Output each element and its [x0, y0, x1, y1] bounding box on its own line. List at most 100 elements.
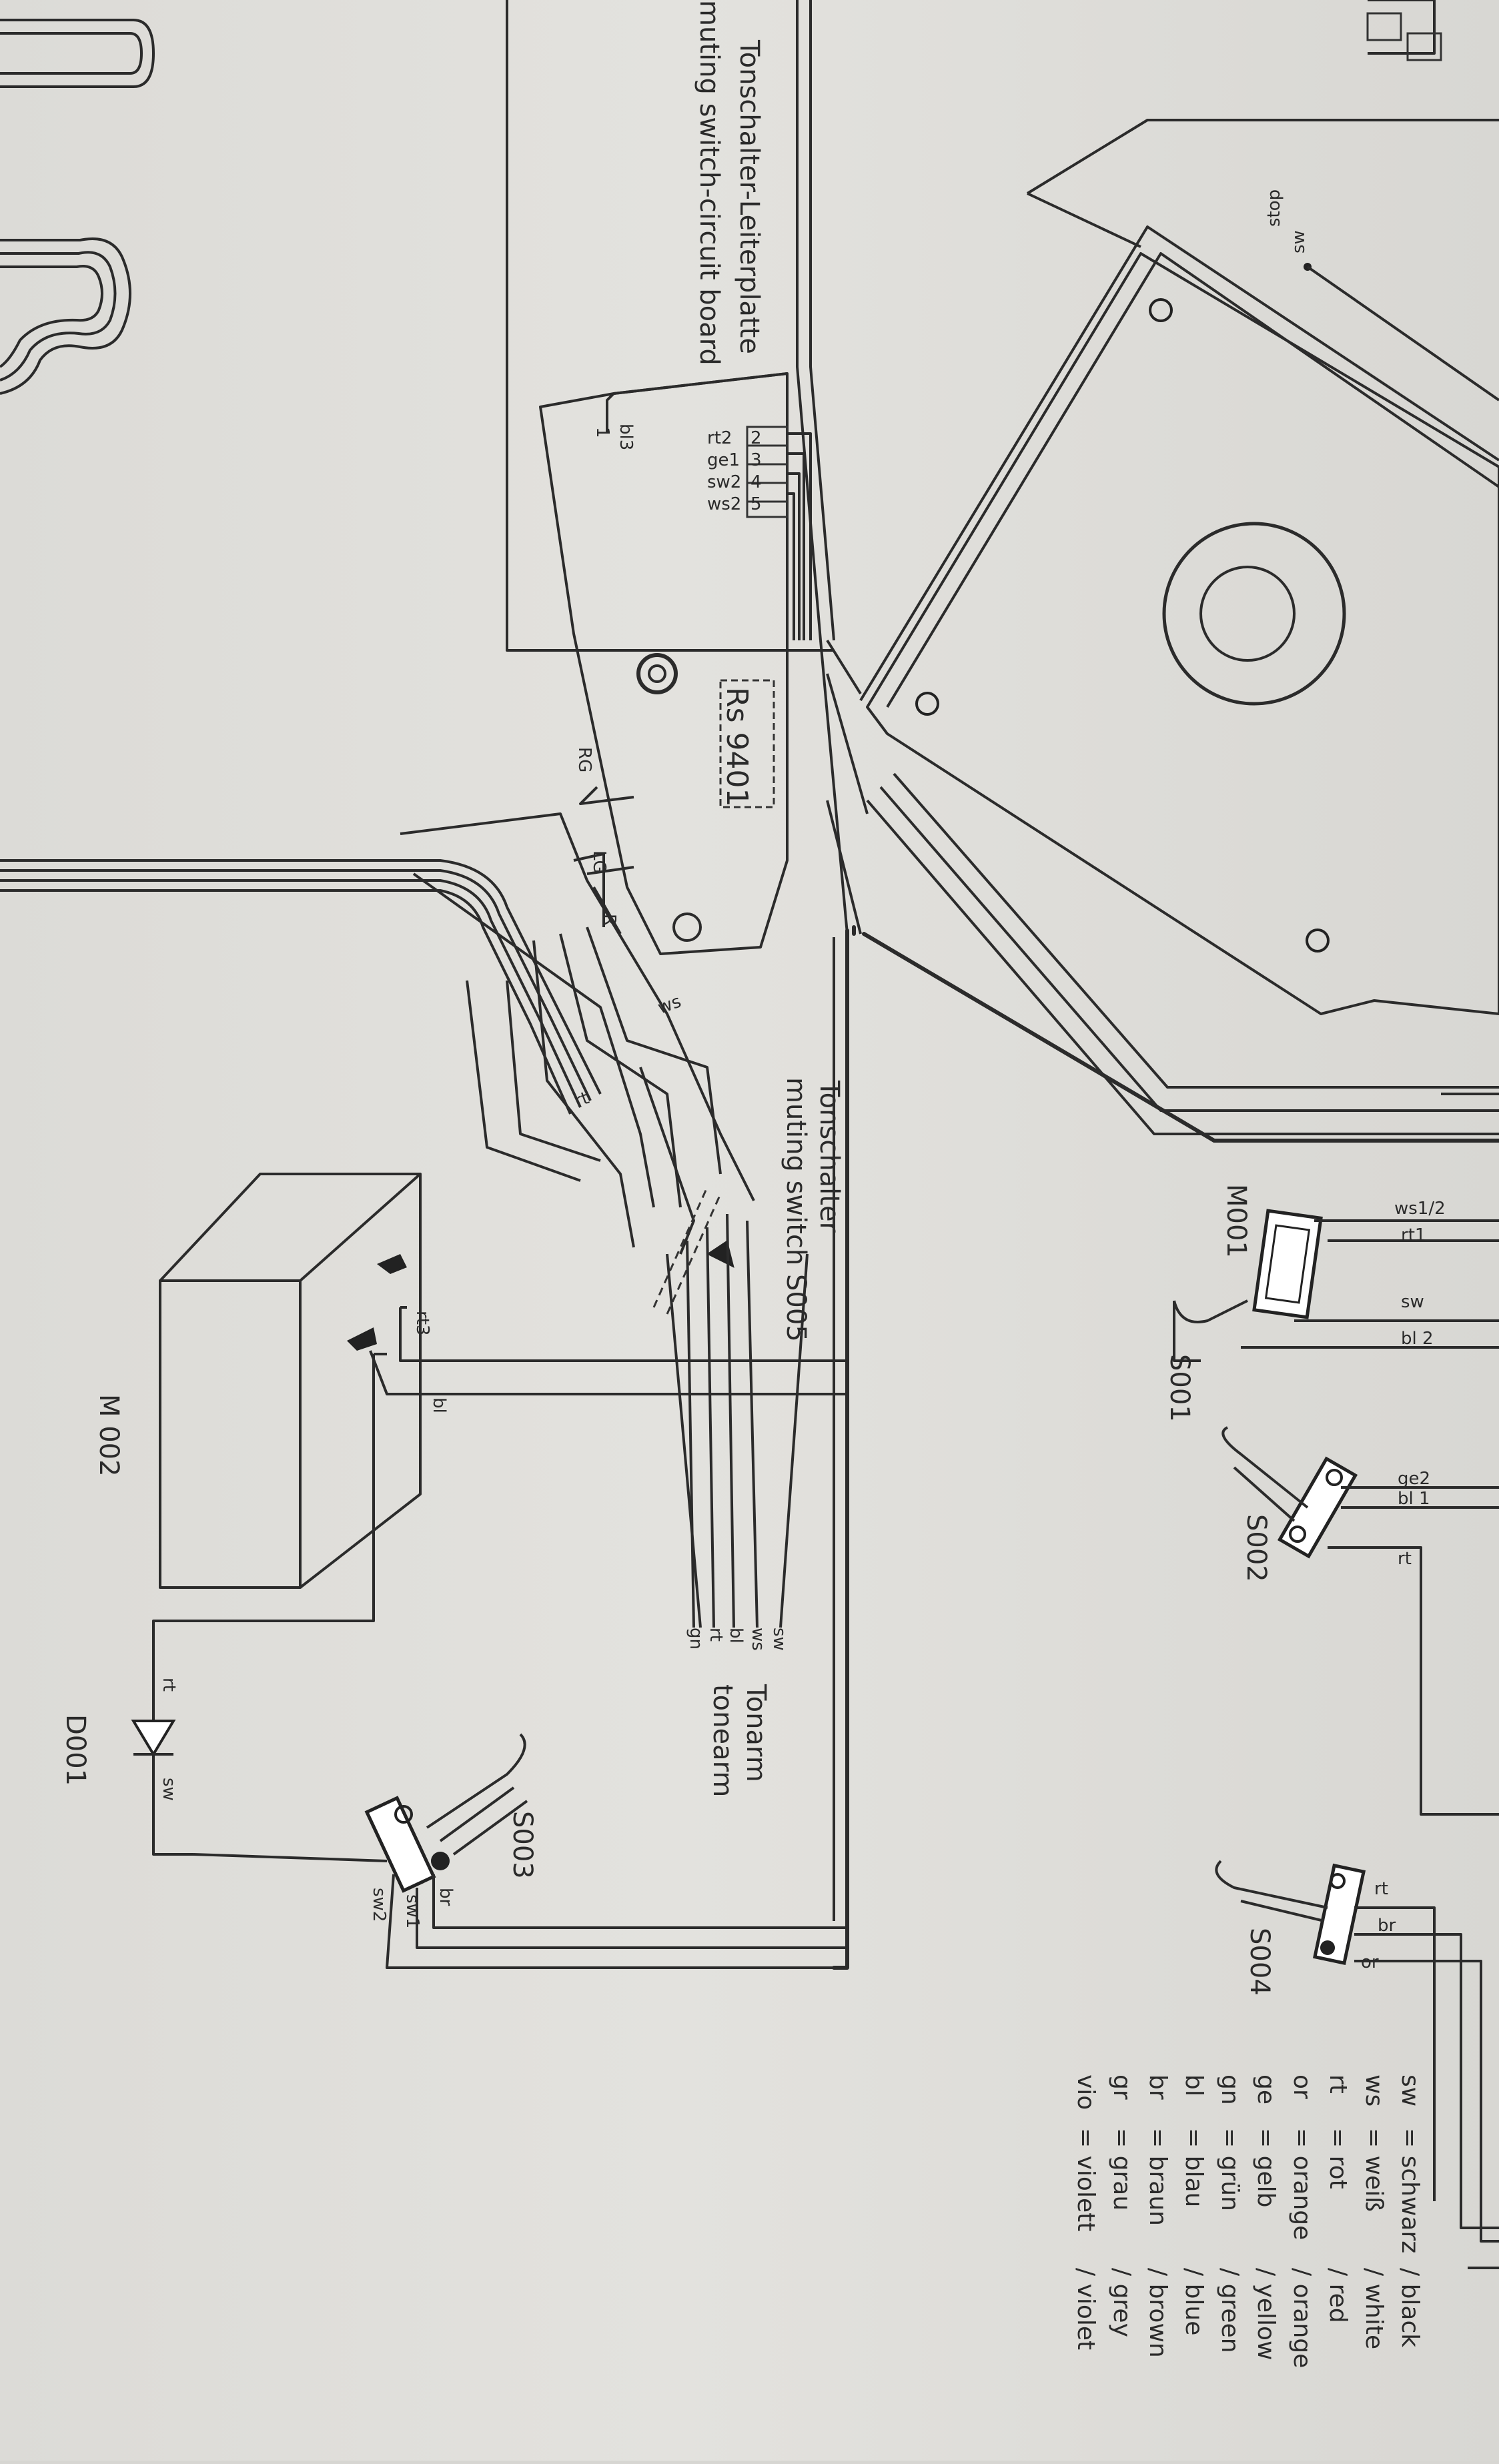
legend-en: / blue	[1180, 2268, 1207, 2336]
legend-de: = orange	[1288, 2128, 1316, 2241]
platter-spindle-outer	[1162, 522, 1346, 706]
pin-n3: 3	[751, 450, 762, 470]
legend-code: or	[1288, 2074, 1316, 2099]
legend-en: / yellow	[1252, 2268, 1280, 2361]
tonearm-ws: ws	[748, 1628, 768, 1651]
d001-sw: sw	[159, 1778, 179, 1801]
rs-label: Rs 9401	[720, 687, 754, 806]
circuit-board-area	[506, 0, 835, 652]
muting-circuit-board	[539, 372, 789, 955]
legend-de: = braun	[1144, 2128, 1171, 2226]
s004-label: S004	[1244, 1928, 1275, 1996]
s004-br: br	[1378, 1916, 1396, 1936]
legend-row: gr = grau / grey	[1103, 2074, 1139, 2368]
legend-en: / orange	[1288, 2268, 1316, 2369]
legend-code: gn	[1216, 2074, 1243, 2105]
legend-en: / red	[1324, 2268, 1352, 2323]
legend-de: = weiß	[1360, 2128, 1388, 2212]
s003-sw2: sw2	[369, 1888, 389, 1922]
diode-d001	[131, 1621, 176, 1854]
s003-sw1: sw1	[402, 1894, 422, 1928]
terminal-rt3	[377, 1254, 407, 1274]
legend-row: gn= grün/ green	[1211, 2074, 1247, 2368]
wire-sw: sw	[1401, 1292, 1424, 1312]
wire-bl1: bl 1	[1398, 1489, 1430, 1509]
pin-rt2: rt2	[707, 428, 732, 448]
tonearm-gn: gn	[686, 1628, 706, 1650]
legend-code: sw	[1396, 2074, 1424, 2107]
terminal-bl	[347, 1327, 377, 1351]
pin-block	[746, 426, 789, 518]
screw-icon	[636, 653, 678, 694]
muting-label-en: muting switch S005	[781, 1077, 811, 1342]
m001-label: M001	[1221, 1184, 1252, 1258]
legend-en: / green	[1216, 2268, 1243, 2353]
board-label-de: Tonschalter-Leiterplatte	[734, 39, 765, 354]
d001-label: D001	[60, 1714, 91, 1786]
s003-br: br	[436, 1888, 456, 1906]
legend-en: / violet	[1072, 2268, 1099, 2351]
wire-rt3: rt3	[412, 1311, 432, 1335]
legend-en: / white	[1360, 2268, 1388, 2350]
legend-code: rt	[1324, 2074, 1352, 2094]
legend-row: ws = weiß / white	[1356, 2074, 1392, 2368]
stop-label: stop	[1264, 189, 1284, 227]
pin-ge1: ge1	[707, 450, 740, 470]
cable-loops	[0, 19, 155, 395]
legend-de: = gelb	[1252, 2128, 1280, 2208]
s003-label: S003	[507, 1811, 538, 1879]
legend-de: = rot	[1324, 2128, 1352, 2189]
legend-row: sw= schwarz/ black	[1392, 2074, 1428, 2368]
legend-row: br = braun / brown	[1139, 2074, 1175, 2368]
motor-m001	[1173, 1209, 1323, 1362]
legend-row: bl = blau / blue	[1175, 2074, 1211, 2368]
wire-ws12: ws1/2	[1394, 1199, 1446, 1219]
tonearm-wires	[666, 1213, 809, 1628]
legend-code: vio	[1072, 2074, 1099, 2110]
legend-code: br	[1144, 2074, 1171, 2100]
pin-sw2: sw2	[707, 472, 741, 492]
platter-spindle-inner	[1199, 566, 1296, 662]
s001-label: S001	[1164, 1354, 1195, 1422]
legend-en: / brown	[1144, 2268, 1171, 2358]
tonearm-sw: sw	[769, 1628, 789, 1651]
rs-box	[719, 679, 775, 808]
legend-de: = grau	[1108, 2128, 1135, 2211]
legend-code: ws	[1360, 2074, 1388, 2107]
main-cable	[0, 859, 602, 1115]
s004-or: or	[1361, 1952, 1379, 1972]
sw-top-label: sw	[1289, 230, 1309, 253]
tonearm-bl: bl	[726, 1628, 746, 1644]
legend-de: = blau	[1180, 2128, 1207, 2208]
motor-m002	[159, 1173, 422, 1589]
d001-rt: rt	[159, 1678, 179, 1692]
pin-ws2: ws2	[707, 494, 741, 514]
legend-row: rt = rot / red	[1320, 2074, 1356, 2368]
pin-n4: 4	[751, 472, 762, 492]
legend-row: ge = gelb / yellow	[1247, 2074, 1284, 2368]
pin-n2: 2	[751, 428, 762, 448]
legend-code: bl	[1180, 2074, 1207, 2096]
pin-n5: 5	[751, 494, 762, 514]
wire-bl2: bl 2	[1401, 1329, 1434, 1349]
pin-RG: RG	[574, 747, 594, 772]
legend-code: gr	[1108, 2074, 1135, 2100]
switch-s002	[1221, 1426, 1358, 1559]
wire-bl: bl	[429, 1397, 449, 1413]
contact-circle	[672, 912, 702, 942]
wire-ws: ws	[655, 991, 684, 1018]
wire-rt: rt	[1398, 1549, 1412, 1569]
legend-code: ge	[1252, 2074, 1280, 2104]
switch-s003	[364, 1733, 528, 1893]
s002-label: S002	[1241, 1514, 1272, 1582]
tonearm-label-de: Tonarm	[740, 1684, 771, 1782]
turntable-platter	[826, 225, 1499, 1143]
wire-ge2: ge2	[1398, 1469, 1430, 1489]
platter-plate	[866, 252, 1499, 1015]
muting-label-de: Tonschalter	[814, 1080, 845, 1233]
legend-en: / grey	[1108, 2268, 1135, 2337]
wire-rt1: rt1	[1401, 1225, 1426, 1245]
legend-de: = schwarz	[1396, 2128, 1424, 2254]
